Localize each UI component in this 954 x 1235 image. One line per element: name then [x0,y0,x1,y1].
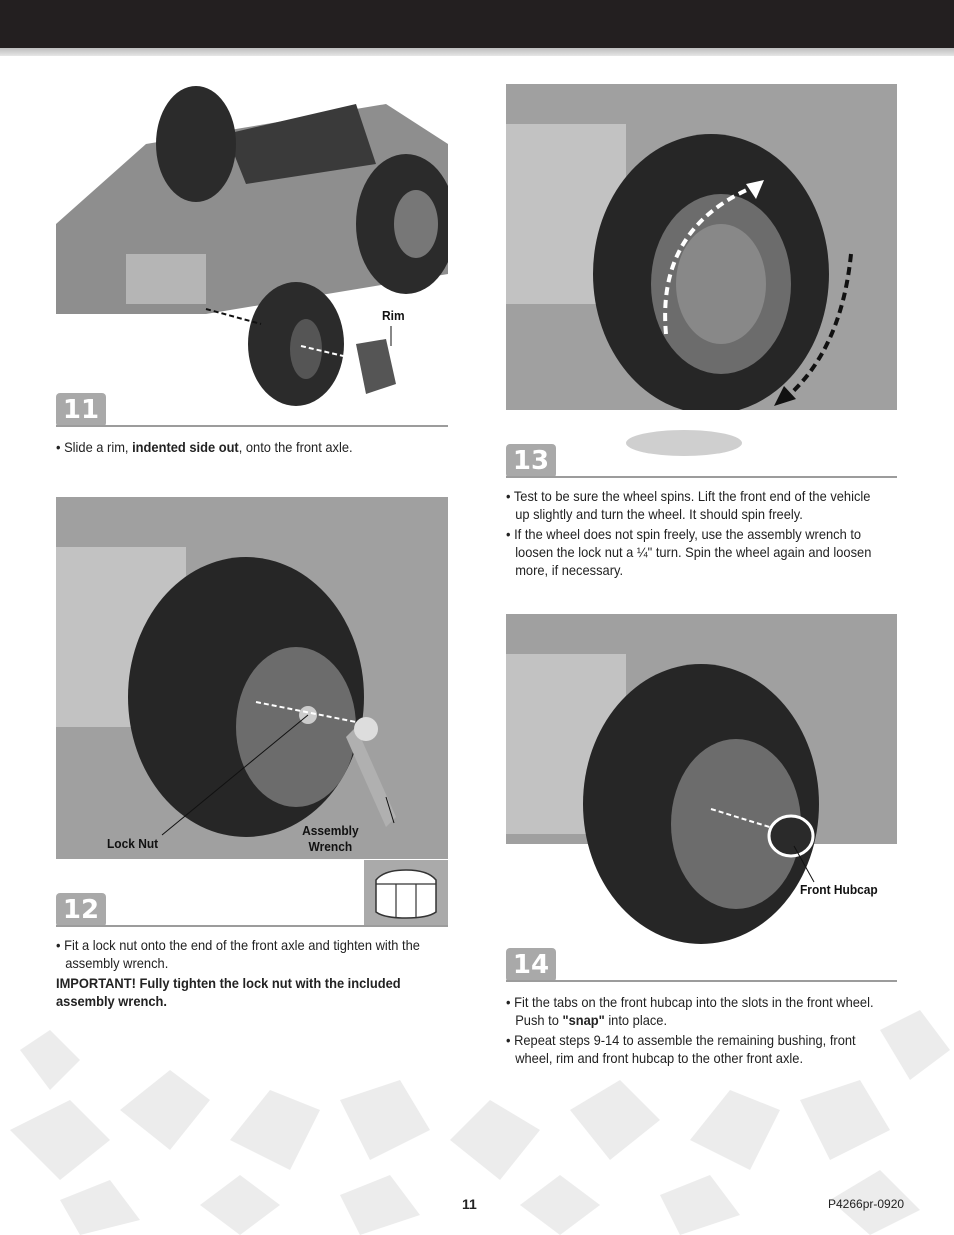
step-14-bullet-2: • Repeat steps 9-14 to assemble the rema… [506,1032,856,1066]
step-13-bullet-2: • If the wheel does not spin freely, use… [506,526,872,578]
step-13-rule [506,476,897,478]
document-code: P4266pr-0920 [828,1197,905,1211]
header-stripe [0,48,954,56]
step-12-rule [56,925,364,927]
step-14-header: 14 [506,948,897,982]
lock-nut-inset [364,860,448,926]
step-11-rule [56,425,448,427]
callout-assembly-wrench: Assembly Wrench [302,823,359,854]
step-11-header: 11 [56,393,448,427]
step-14-number: 14 [506,948,556,982]
step-13-header: 13 [506,444,897,478]
step-11-text: • Slide a rim, indented side out, onto t… [56,439,353,455]
step-12-rule-extension [364,925,448,927]
step-14-bullet-1: • Fit the tabs on the front hubcap into … [506,994,874,1028]
step-13-illustration [506,84,897,410]
step-12-text: • Fit a lock nut onto the end of the fro… [56,936,442,1010]
step-14-text: • Fit the tabs on the front hubcap into … [506,993,888,1067]
step-13-shadow [626,430,742,456]
callout-front-hubcap: Front Hubcap [800,882,878,897]
callout-lock-nut: Lock Nut [107,836,159,851]
step-12-important: IMPORTANT! Fully tighten the lock nut wi… [56,975,401,1009]
step-13-number: 13 [506,444,556,478]
step-14-rule [506,980,897,982]
step-12-bullet: • Fit a lock nut onto the end of the fro… [56,937,420,971]
step-13-bullet-1: • Test to be sure the wheel spins. Lift … [506,488,871,522]
callout-rim: Rim [382,308,405,323]
step-11-illustration [56,84,448,412]
step-14-illustration [506,614,897,944]
step-11-number: 11 [56,393,106,427]
step-13-text: • Test to be sure the wheel spins. Lift … [506,487,888,579]
step-12-illustration [56,497,448,859]
page-number: 11 [462,1196,477,1212]
step-12-header: 12 [56,893,364,927]
tread-pattern-background [0,990,954,1235]
step-12-number: 12 [56,893,106,927]
header-bar [0,0,954,48]
